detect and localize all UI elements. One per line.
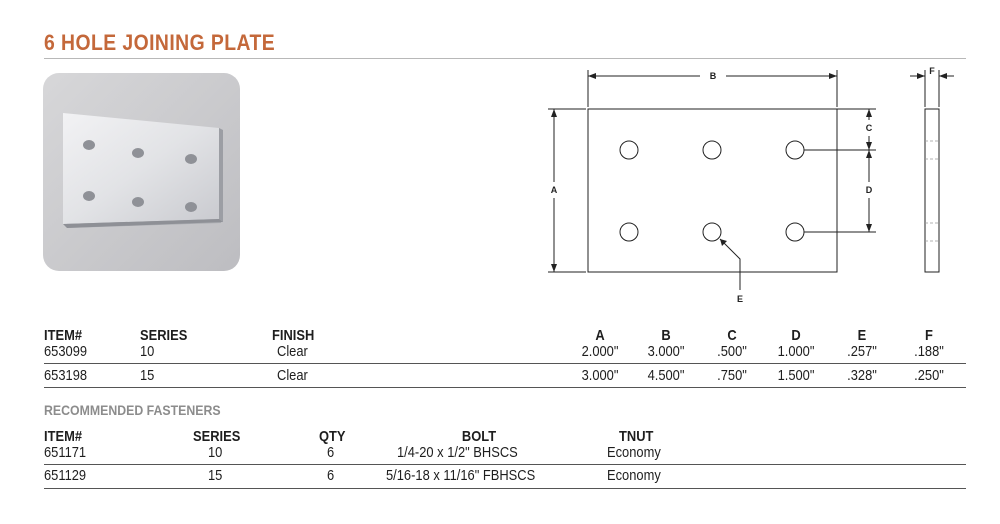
cell-tnut: Economy [607, 467, 661, 484]
cell-a: 3.000" [581, 367, 619, 384]
dim-label-a: A [551, 185, 558, 195]
cell-finish: Clear [277, 367, 308, 384]
cell-finish: Clear [277, 343, 308, 360]
col-header-tnut: TNUT [619, 428, 654, 445]
hole [619, 140, 639, 160]
plate-side-view [924, 108, 940, 273]
cell-bolt: 1/4-20 x 1/2" BHSCS [397, 444, 518, 461]
fasteners-title: RECOMMENDED FASTENERS [44, 402, 221, 418]
dim-label-e: E [737, 294, 743, 304]
row-divider [44, 464, 966, 465]
col-header-item: ITEM# [44, 428, 83, 445]
cell-d: 1.500" [777, 367, 815, 384]
cell-a: 2.000" [581, 343, 619, 360]
cell-item: 653099 [44, 343, 88, 360]
col-header-c: C [727, 327, 737, 344]
col-header-series: SERIES [140, 327, 188, 344]
col-header-series: SERIES [193, 428, 241, 445]
col-header-e: E [857, 327, 867, 344]
dim-label-f: F [929, 66, 935, 76]
page-title: 6 HOLE JOINING PLATE [44, 30, 276, 55]
col-header-item: ITEM# [44, 327, 83, 344]
row-divider [44, 387, 966, 388]
row-divider [44, 488, 966, 489]
hole [702, 140, 722, 160]
cell-b: 3.000" [647, 343, 685, 360]
row-divider [44, 363, 966, 364]
cell-item: 651171 [44, 444, 87, 461]
cell-bolt: 5/16-18 x 11/16" FBHSCS [386, 467, 536, 484]
cell-e: .328" [847, 367, 877, 384]
cell-series: 10 [140, 343, 155, 360]
cell-series: 15 [208, 467, 223, 484]
cell-c: .500" [717, 343, 747, 360]
hole [785, 222, 805, 242]
cell-qty: 6 [327, 467, 335, 484]
dim-label-d: D [866, 185, 873, 195]
hole [619, 222, 639, 242]
cell-d: 1.000" [777, 343, 815, 360]
cell-series: 10 [208, 444, 223, 461]
cell-b: 4.500" [647, 367, 685, 384]
col-header-f: F [925, 327, 933, 344]
dimension-diagram: B A C D E F [548, 66, 954, 304]
joining-plate-image [63, 113, 223, 228]
cell-qty: 6 [327, 444, 335, 461]
cell-item: 653198 [44, 367, 88, 384]
col-header-bolt: BOLT [461, 428, 497, 445]
col-header-d: D [791, 327, 801, 344]
dim-label-c: C [866, 123, 873, 133]
cell-c: .750" [717, 367, 747, 384]
cell-series: 15 [140, 367, 155, 384]
col-header-b: B [661, 327, 671, 344]
cell-e: .257" [847, 343, 877, 360]
product-photo [43, 73, 240, 271]
cell-tnut: Economy [607, 444, 661, 461]
col-header-qty: QTY [319, 428, 346, 445]
cell-f: .250" [914, 367, 944, 384]
dim-label-b: B [710, 71, 717, 81]
col-header-a: A [595, 327, 605, 344]
col-header-finish: FINISH [272, 327, 315, 344]
title-divider [44, 58, 966, 59]
plate-front-view [587, 108, 838, 273]
cell-item: 651129 [44, 467, 87, 484]
hole [785, 140, 805, 160]
hole [702, 222, 722, 242]
cell-f: .188" [914, 343, 944, 360]
